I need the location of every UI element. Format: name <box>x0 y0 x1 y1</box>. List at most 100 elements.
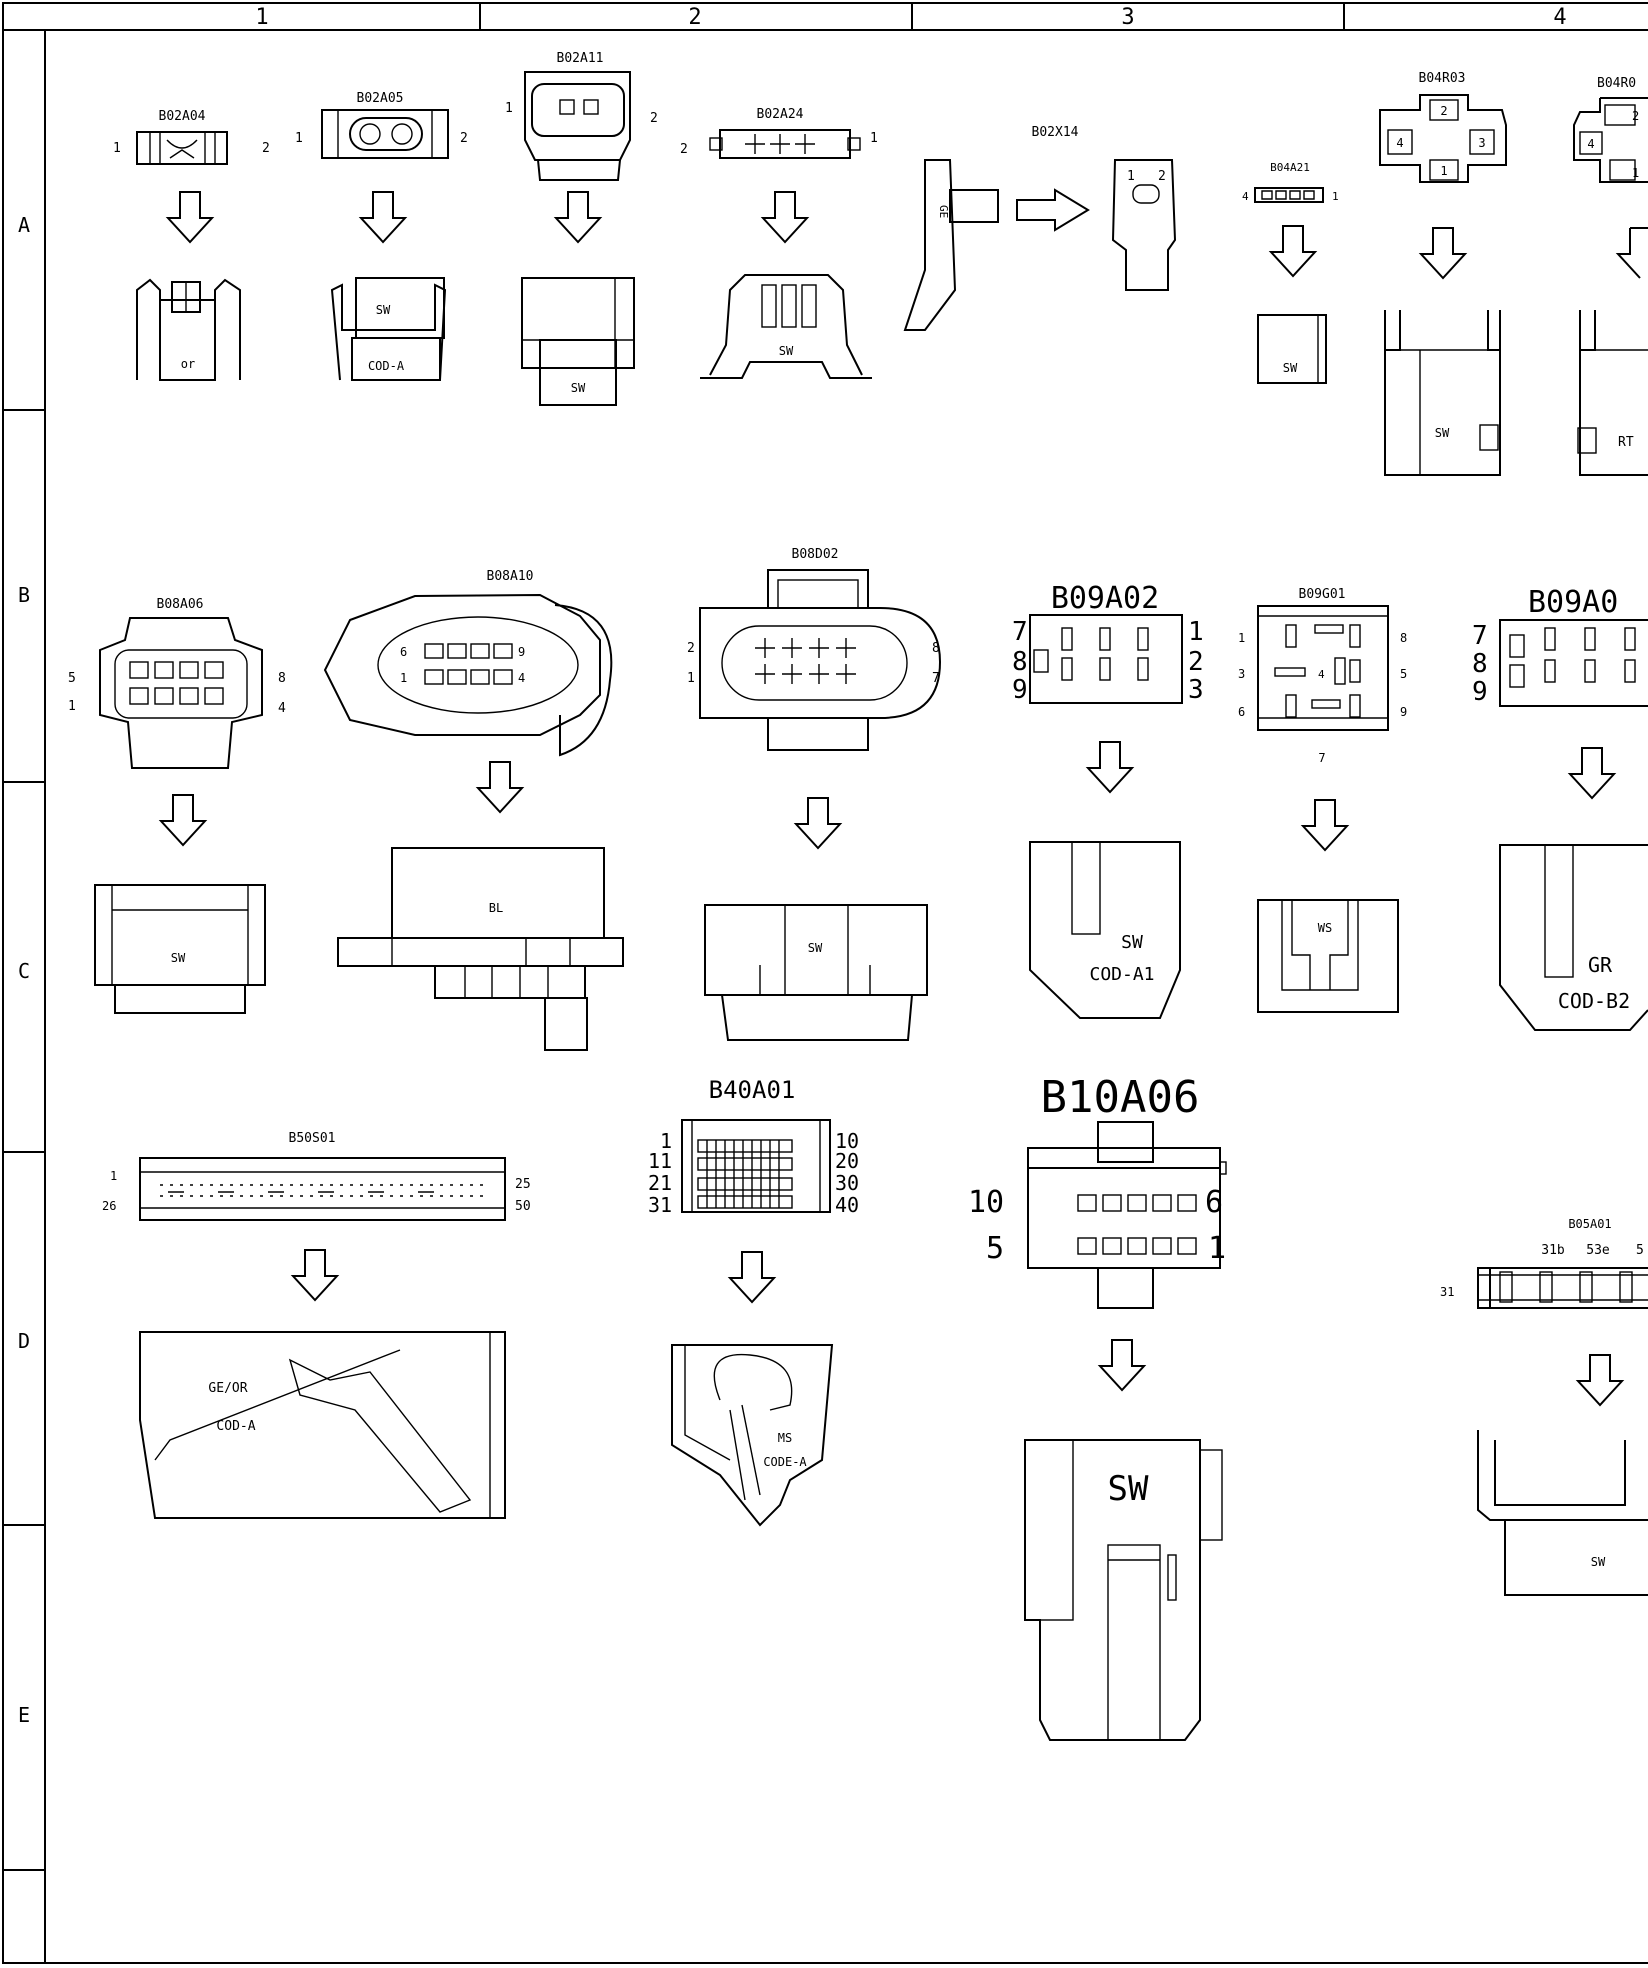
pin-label: 9 <box>518 645 525 659</box>
color-code: GR <box>1588 953 1613 977</box>
pin-label: 1 <box>1332 190 1339 203</box>
connector-id: B05A01 <box>1568 1217 1611 1231</box>
pin-label: 6 <box>1205 1185 1223 1220</box>
column-label-3: 3 <box>1121 5 1134 30</box>
connector-b40a01: B40A01 1 11 21 31 10 20 30 40 MS CODE-A <box>648 1076 859 1527</box>
pin-label: 50 <box>515 1199 531 1214</box>
connector-b08a10: B08A10 6 1 9 4 BL <box>323 569 624 1051</box>
connector-b09g01: B09G01 1 3 6 4 8 5 9 7 WS <box>1238 587 1407 1013</box>
connector-id: B04A21 <box>1270 161 1310 174</box>
row-label-a: A <box>18 213 30 237</box>
connector-id: B08A10 <box>487 569 534 584</box>
connector-id: B02X14 <box>1032 125 1079 140</box>
pin-label: 2 <box>460 131 468 146</box>
pin-label: 2 <box>1440 104 1447 118</box>
pin-label: 7 <box>932 671 940 686</box>
color-code: GE/OR <box>208 1381 247 1396</box>
column-label-2: 2 <box>688 5 701 30</box>
color-code: RT <box>1618 435 1634 450</box>
pin-label: 4 <box>1242 190 1249 203</box>
color-code: SW <box>808 941 823 955</box>
pin-label: 31 <box>1440 1285 1454 1299</box>
column-labels: 1 2 3 4 <box>255 5 1566 30</box>
color-code: SW <box>779 344 794 358</box>
pin-label: 7 <box>1472 621 1488 651</box>
column-label-4: 4 <box>1553 5 1566 30</box>
pin-label: 1 <box>113 141 121 156</box>
pin-label: 1 <box>400 671 407 685</box>
connector-b02a24: B02A24 2 1 SW <box>680 107 878 379</box>
pin-label: 5 <box>68 671 76 686</box>
color-code: SW <box>1591 1555 1606 1569</box>
pin-label: 1 <box>1127 169 1135 184</box>
pin-label: 2 <box>262 141 270 156</box>
pin-label: 4 <box>1587 137 1594 151</box>
row-label-e: E <box>18 1703 30 1727</box>
connector-b50s01: B50S01 1 26 25 50 GE/OR COD-A <box>102 1131 531 1519</box>
code-label: COD-B2 <box>1558 989 1630 1013</box>
color-code: SW <box>171 951 186 965</box>
pin-label: 2 <box>1188 647 1204 677</box>
connector-id: B08A06 <box>157 597 204 612</box>
connector-b09a0: B09A0 7 8 9 GR COD-B2 <box>1472 585 1648 1031</box>
pin-label: 11 <box>648 1149 672 1173</box>
connector-id: B09A02 <box>1051 581 1159 616</box>
pin-label: 10 <box>835 1129 859 1153</box>
connector-b04a21: B04A21 4 1 SW <box>1242 161 1339 384</box>
pin-label: 8 <box>1400 631 1407 645</box>
pin-label: 1 <box>295 131 303 146</box>
pin-label: 1 <box>110 1169 117 1183</box>
pin-label: 4 <box>278 701 286 716</box>
connector-b05a01: B05A01 31b 53e 5 31 SW <box>1440 1217 1648 1596</box>
pin-label: 9 <box>1012 675 1028 705</box>
row-label-d: D <box>18 1329 30 1353</box>
connector-b08d02: B08D02 2 1 8 7 SW <box>687 547 942 1041</box>
row-label-c: C <box>18 959 30 983</box>
pin-label: 2 <box>687 641 695 656</box>
color-code: SW <box>1108 1469 1149 1509</box>
code-label: COD-A1 <box>1089 964 1154 985</box>
connector-id: B09A0 <box>1528 585 1618 620</box>
color-code: or <box>181 357 195 371</box>
pin-label: 5 <box>986 1231 1004 1266</box>
pin-label: 3 <box>1188 675 1204 705</box>
pin-label: 1 <box>1632 166 1639 180</box>
code-label: CODE-A <box>763 1455 807 1469</box>
connector-id: B50S01 <box>289 1131 336 1146</box>
pin-label: 31b <box>1541 1243 1565 1258</box>
connector-id: B08D02 <box>792 547 839 562</box>
pin-label: 4 <box>1318 668 1325 681</box>
connector-b08a06: B08A06 5 1 8 4 SW <box>68 597 286 1014</box>
pin-label: 8 <box>278 671 286 686</box>
connector-id: B09G01 <box>1299 587 1346 602</box>
code-label: COD-A <box>368 359 405 373</box>
color-code: SW <box>1121 932 1143 953</box>
pin-label: 1 <box>68 699 76 714</box>
pin-label: 6 <box>1238 705 1245 719</box>
color-code: SW <box>571 381 586 395</box>
connector-b02x14: B02X14 GE 1 2 <box>903 125 1177 331</box>
pin-label: 1 <box>505 101 513 116</box>
color-code: WS <box>1318 921 1332 935</box>
color-code: SW <box>1435 426 1450 440</box>
connector-b02a05: B02A05 1 2 SW COD-A <box>295 91 468 381</box>
connector-b04r0: B04R0 2 4 1 RT <box>1573 76 1648 476</box>
pin-label: 30 <box>835 1171 859 1195</box>
connector-b09a02: B09A02 7 8 9 1 2 3 SW COD-A1 <box>1012 581 1204 1019</box>
pin-label: 3 <box>1478 136 1485 150</box>
connector-b02a11: B02A11 1 2 SW <box>505 51 658 406</box>
body-color: GE <box>937 205 950 218</box>
color-code: BL <box>489 901 503 915</box>
pin-label: 8 <box>1472 649 1488 679</box>
pin-label: 2 <box>680 142 688 157</box>
pin-label: 40 <box>835 1193 859 1217</box>
connector-id: B02A05 <box>357 91 404 106</box>
pin-label: 9 <box>1400 705 1407 719</box>
pin-label: 26 <box>102 1199 116 1213</box>
pin-label: 7 <box>1318 751 1325 765</box>
pin-label: 4 <box>518 671 525 685</box>
pin-label: 1 <box>660 1129 672 1153</box>
code-label: COD-A <box>216 1419 255 1434</box>
